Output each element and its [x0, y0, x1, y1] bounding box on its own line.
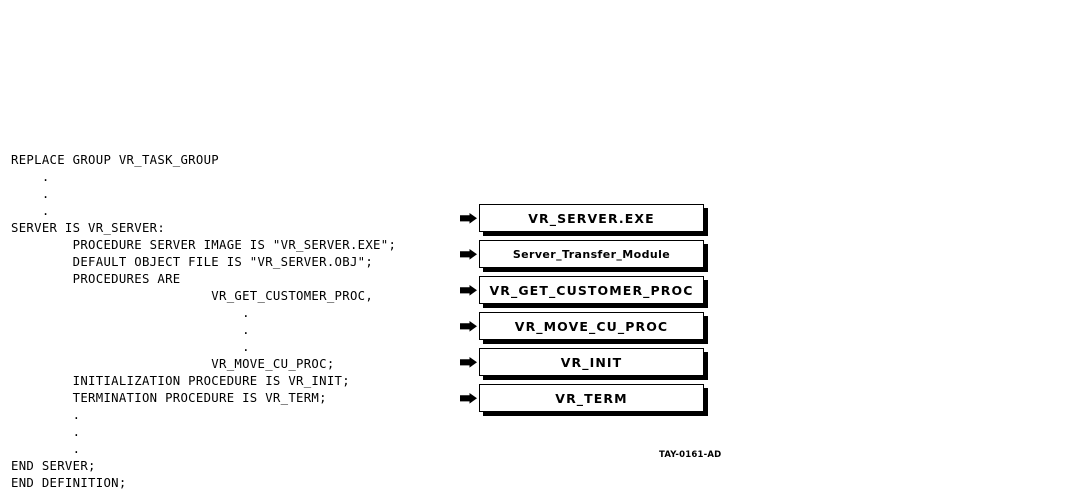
- module-box[interactable]: VR_MOVE_CU_PROC: [479, 312, 704, 340]
- code-line: DEFAULT OBJECT FILE IS "VR_SERVER.OBJ";: [11, 255, 374, 269]
- code-line: REPLACE GROUP VR_TASK_GROUP: [11, 153, 219, 167]
- code-ellipsis-line: .: [11, 170, 50, 184]
- code-ellipsis-line: .: [11, 323, 250, 337]
- code-line: TERMINATION PROCEDURE IS VR_TERM;: [11, 391, 327, 405]
- code-ellipsis-line: .: [11, 306, 250, 320]
- module-box-label: Server_Transfer_Module: [512, 247, 671, 261]
- code-ellipsis-line: .: [11, 204, 50, 218]
- code-line: END DEFINITION;: [11, 476, 127, 490]
- code-line: SERVER IS VR_SERVER:: [11, 221, 166, 235]
- code-ellipsis-line: .: [11, 408, 81, 422]
- module-box-label: VR_INIT: [560, 354, 623, 370]
- module-box[interactable]: VR_SERVER.EXE: [479, 204, 704, 232]
- code-ellipsis-line: .: [11, 187, 50, 201]
- code-ellipsis-line: .: [11, 425, 81, 439]
- code-line: VR_GET_CUSTOMER_PROC,: [11, 289, 374, 303]
- module-box[interactable]: VR_TERM: [479, 384, 704, 412]
- code-line: PROCEDURES ARE: [11, 272, 181, 286]
- module-box-label: VR_MOVE_CU_PROC: [514, 318, 669, 334]
- code-line: INITIALIZATION PROCEDURE IS VR_INIT;: [11, 374, 350, 388]
- module-box[interactable]: VR_GET_CUSTOMER_PROC: [479, 276, 704, 304]
- code-ellipsis-line: .: [11, 340, 250, 354]
- code-ellipsis-line: .: [11, 442, 81, 456]
- code-line: PROCEDURE SERVER IMAGE IS "VR_SERVER.EXE…: [11, 238, 397, 252]
- module-box[interactable]: VR_INIT: [479, 348, 704, 376]
- code-listing: REPLACE GROUP VR_TASK_GROUP . . . SERVER …: [11, 152, 471, 492]
- code-line: VR_MOVE_CU_PROC;: [11, 357, 335, 371]
- module-box-label: VR_TERM: [555, 390, 628, 406]
- code-line: END SERVER;: [11, 459, 96, 473]
- module-box-label: VR_GET_CUSTOMER_PROC: [489, 282, 694, 298]
- figure-caption: TAY-0161-AD: [659, 450, 722, 460]
- module-box-label: VR_SERVER.EXE: [528, 210, 655, 226]
- module-box[interactable]: Server_Transfer_Module: [479, 240, 704, 268]
